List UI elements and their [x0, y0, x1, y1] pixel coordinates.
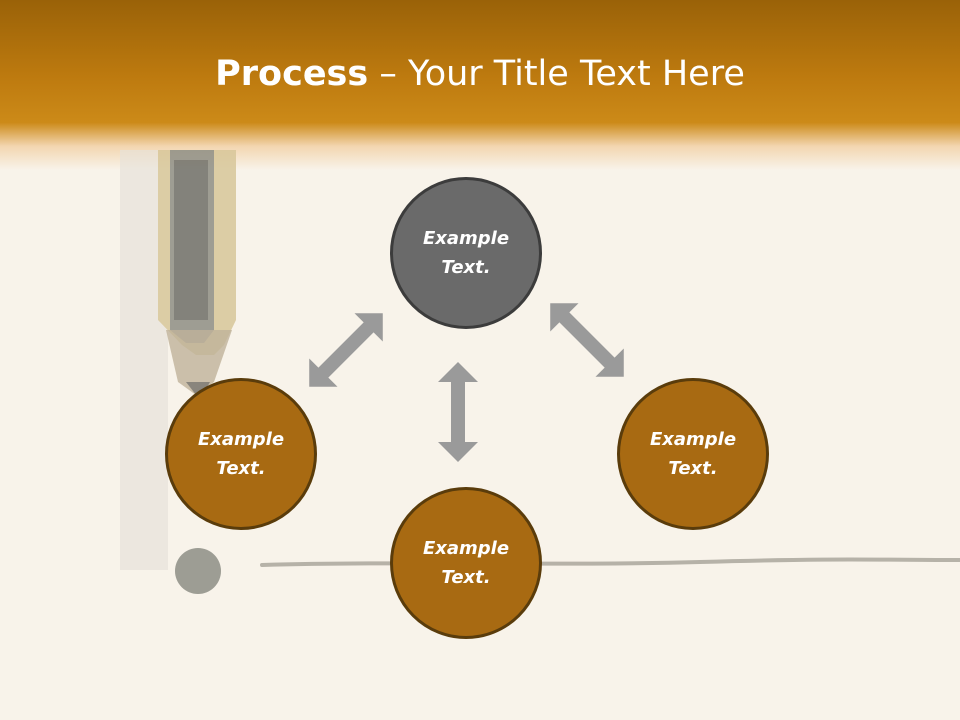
node-bottom-label: Example Text. — [422, 538, 510, 588]
node-top-label: Example Text. — [422, 228, 510, 278]
node-left[interactable]: Example Text. — [165, 378, 317, 530]
pencil-dot — [175, 548, 221, 594]
double-headed-arrow-icon — [550, 303, 624, 377]
title-rest: – Your Title Text Here — [368, 54, 745, 94]
node-right[interactable]: Example Text. — [617, 378, 769, 530]
drawn-line — [260, 557, 960, 567]
double-headed-arrow-icon — [438, 362, 478, 462]
node-top[interactable]: Example Text. — [390, 177, 542, 329]
double-headed-arrow-icon — [309, 313, 383, 387]
node-bottom[interactable]: Example Text. — [390, 487, 542, 639]
header-band — [0, 0, 960, 170]
node-right-label: Example Text. — [649, 429, 737, 479]
title-bold: Process — [215, 54, 369, 94]
node-left-label: Example Text. — [197, 429, 285, 479]
slide-title: Process – Your Title Text Here — [0, 52, 960, 96]
